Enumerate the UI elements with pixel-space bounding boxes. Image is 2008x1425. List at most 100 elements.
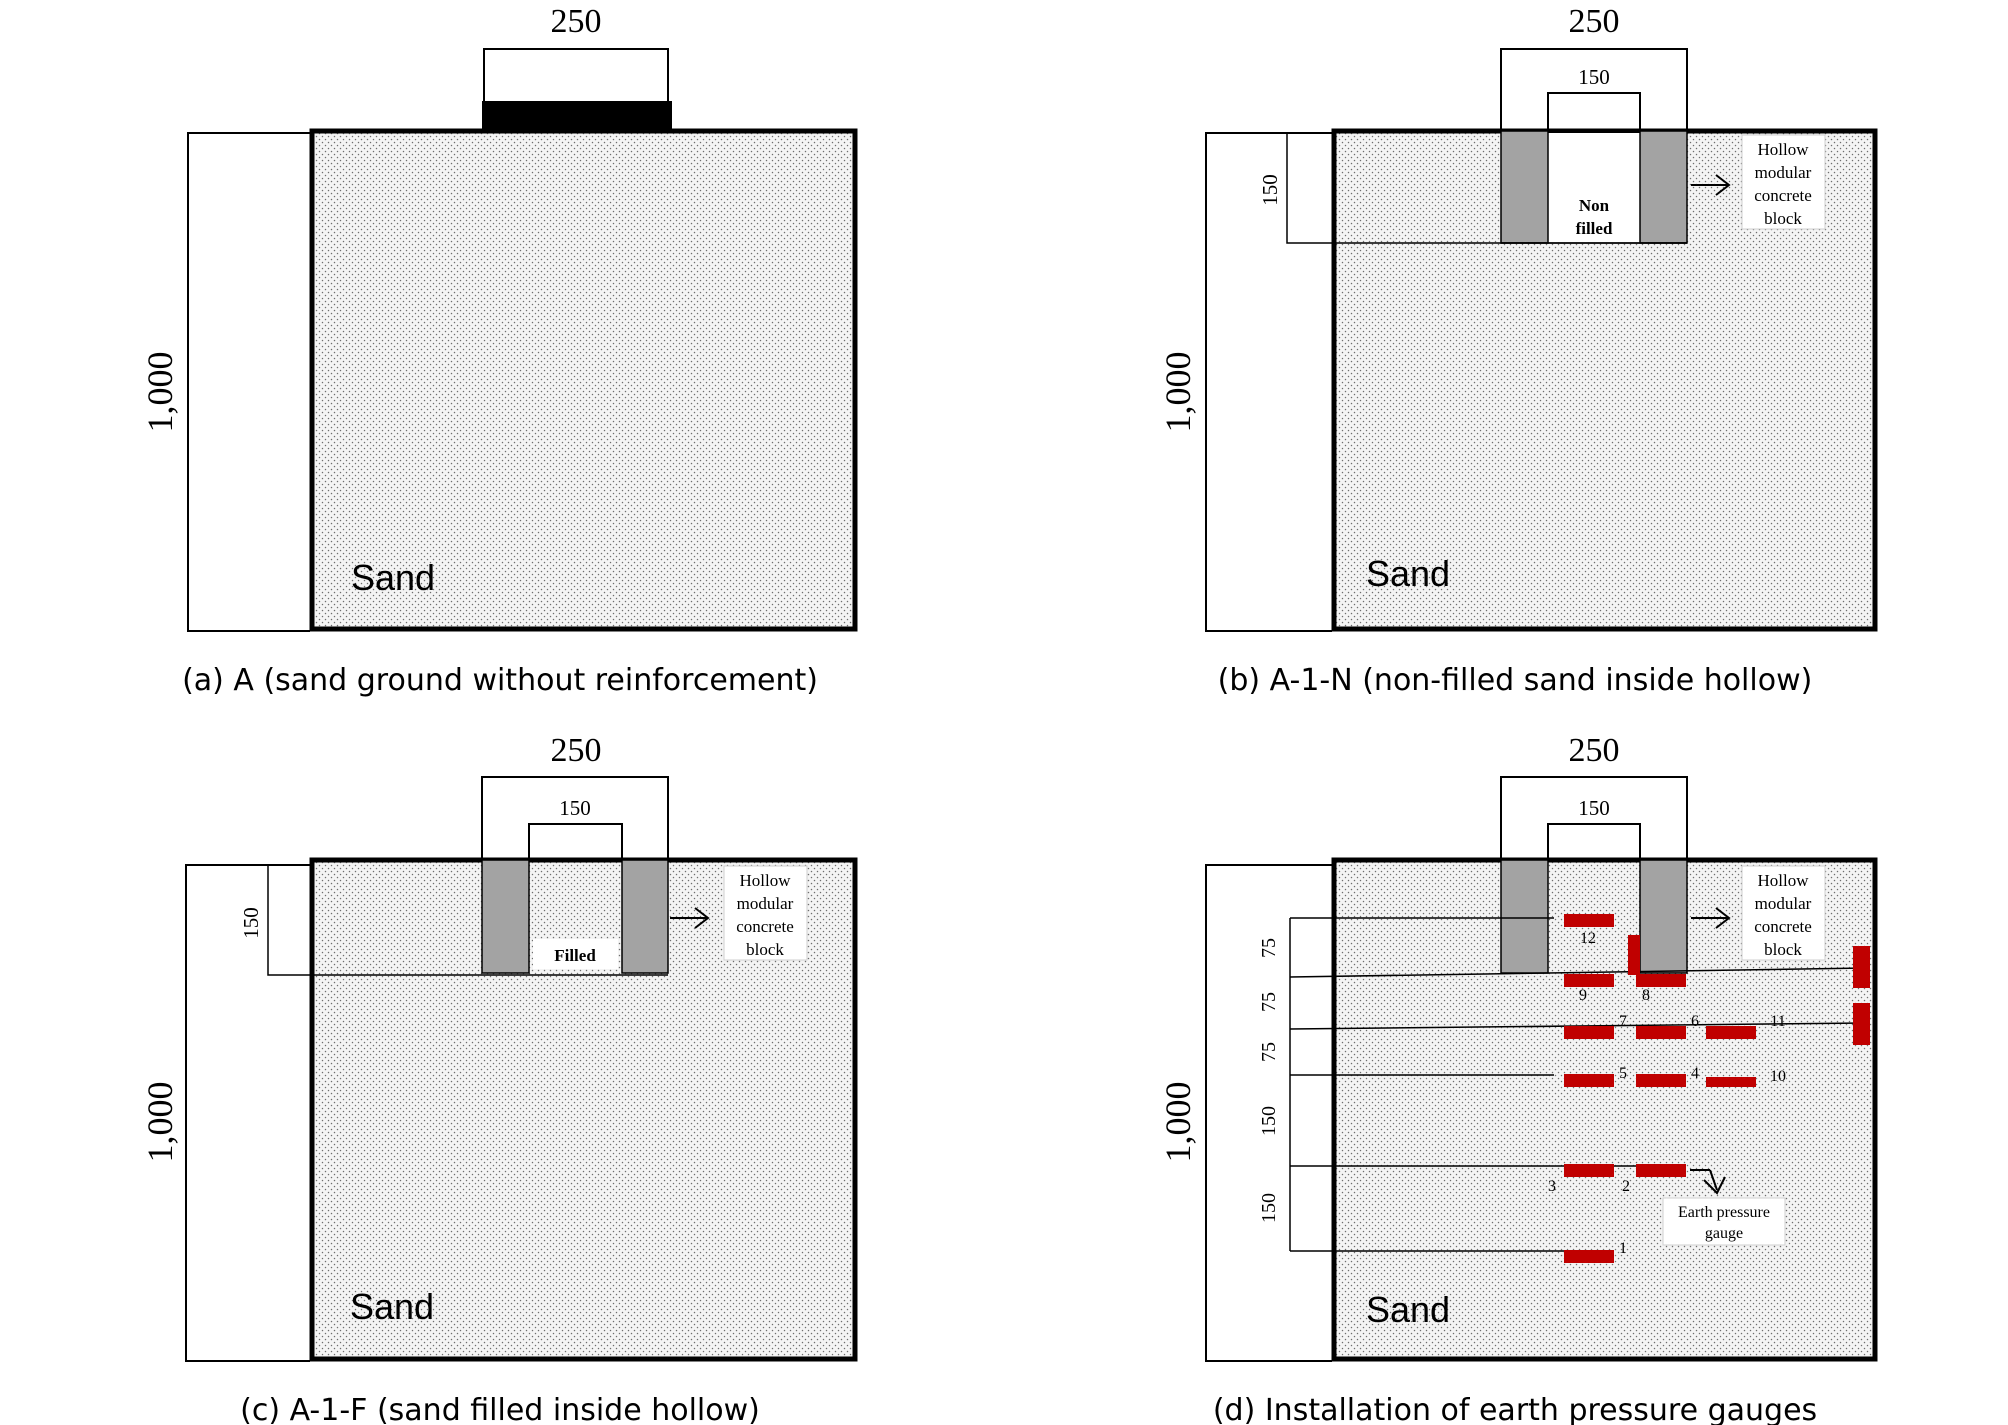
block-label-box xyxy=(1741,865,1826,961)
block-label-line4: block xyxy=(746,940,784,959)
block-label-box xyxy=(723,865,808,961)
pressure-gauge-6 xyxy=(1636,1026,1686,1039)
dim-inner-label: 150 xyxy=(559,796,591,820)
pressure-gauge-7 xyxy=(1564,1026,1614,1039)
concrete-block-right xyxy=(1639,130,1688,244)
pressure-gauge-4 xyxy=(1636,1074,1686,1087)
concrete-block-right xyxy=(621,859,669,974)
gauge-label-line1: Earth pressure xyxy=(1678,1204,1770,1221)
gauge-number-3: 3 xyxy=(1548,1178,1556,1195)
block-label-box xyxy=(1741,134,1826,230)
gauge-number-10: 10 xyxy=(1770,1068,1786,1085)
inner-dimension-line xyxy=(1547,92,1641,131)
panel-caption: (a) A (sand ground without reinforcement… xyxy=(182,663,818,698)
block-label-line1: Hollow xyxy=(1758,140,1810,159)
concrete-block-left xyxy=(481,859,530,974)
panel-b: Non filled 250 150 150 1,000 Hollow modu… xyxy=(1158,3,1878,698)
block-label-line2: modular xyxy=(1755,163,1812,182)
non-filled-label-line1: Non xyxy=(1579,196,1610,215)
width-dimension-line xyxy=(1500,48,1688,131)
gauge-number-1: 1 xyxy=(1619,1240,1627,1257)
panel-a: 250 1,000 Sand (a) A (sand ground withou… xyxy=(140,3,858,698)
gauge-number-4: 4 xyxy=(1691,1065,1699,1082)
layer-dim-3: 75 xyxy=(1258,1042,1280,1062)
non-filled-label-line2: filled xyxy=(1576,219,1613,238)
pressure-gauge-12 xyxy=(1564,914,1614,927)
block-label-line4: block xyxy=(1764,209,1802,228)
layer-dim-5: 150 xyxy=(1258,1193,1280,1223)
gauge-number-12: 12 xyxy=(1580,930,1596,947)
dim-depth-label: 1,000 xyxy=(140,352,180,433)
footing-plate xyxy=(482,101,672,129)
block-label-line1: Hollow xyxy=(740,871,792,890)
dim-depth-label: 1,000 xyxy=(1158,1082,1198,1163)
soil-label: Sand xyxy=(350,1286,434,1327)
filled-label-box xyxy=(533,939,618,969)
panel-caption: (b) A-1-N (non-filled sand inside hollow… xyxy=(1218,663,1813,698)
depth-dimension-line xyxy=(1205,132,1332,632)
soil-label: Sand xyxy=(1366,1289,1450,1330)
soil-label: Sand xyxy=(1366,553,1450,594)
dim-depth-label: 1,000 xyxy=(140,1082,180,1163)
gauge-number-6: 6 xyxy=(1691,1013,1699,1030)
gauge-label-box xyxy=(1662,1197,1786,1246)
block-label-line2: modular xyxy=(737,894,794,913)
pressure-gauge-1 xyxy=(1564,1250,1614,1263)
panel-caption: (d) Installation of earth pressure gauge… xyxy=(1213,1393,1817,1425)
depth-dimension-line xyxy=(1205,864,1332,1362)
pressure-gauge-wall-lower xyxy=(1853,1003,1870,1045)
block-arrow-head xyxy=(1715,174,1731,196)
filled-label: Filled xyxy=(554,946,596,965)
inner-dimension-line xyxy=(1547,823,1641,860)
gauge-number-2: 2 xyxy=(1622,1178,1630,1195)
width-dimension-line xyxy=(483,48,669,101)
dim-width-label: 250 xyxy=(551,732,602,769)
pressure-gauge-10 xyxy=(1706,1077,1756,1087)
block-label-line4: block xyxy=(1764,940,1802,959)
layer-dim-4: 150 xyxy=(1258,1106,1280,1136)
pressure-gauge-3 xyxy=(1564,1164,1614,1177)
dim-width-label: 250 xyxy=(1569,732,1620,769)
soil-label: Sand xyxy=(351,557,435,598)
pressure-gauge-8 xyxy=(1628,935,1640,975)
gauge-number-8: 8 xyxy=(1642,987,1650,1004)
concrete-block-left xyxy=(1500,130,1549,244)
block-label-line1: Hollow xyxy=(1758,871,1810,890)
gauge-arrow-head xyxy=(1703,1176,1726,1195)
block-label-line3: concrete xyxy=(1754,186,1812,205)
inner-dimension-line xyxy=(528,823,623,860)
pressure-gauge-11 xyxy=(1706,1026,1756,1039)
gauge-number-11: 11 xyxy=(1770,1013,1785,1030)
block-label-line3: concrete xyxy=(736,917,794,936)
dim-width-label: 250 xyxy=(1569,3,1620,40)
dim-depth-label: 1,000 xyxy=(1158,352,1198,433)
concrete-block-right xyxy=(1639,859,1688,974)
block-label-line3: concrete xyxy=(1754,917,1812,936)
non-filled-label-box xyxy=(1550,193,1638,241)
dim-block-label: 150 xyxy=(1258,174,1282,206)
pressure-gauge-2 xyxy=(1636,1164,1686,1177)
depth-dimension-line xyxy=(187,132,310,632)
layer-dim-2: 75 xyxy=(1258,992,1280,1012)
panel-c: Filled 250 150 150 1,000 Hollow modular … xyxy=(140,732,858,1425)
pressure-gauge-wall-upper xyxy=(1853,946,1870,988)
dim-block-label: 150 xyxy=(239,907,263,939)
dim-inner-label: 150 xyxy=(1578,65,1610,89)
width-dimension-line xyxy=(481,776,669,860)
concrete-block-left xyxy=(1500,859,1549,974)
depth-dimension-line xyxy=(185,864,310,1362)
block-arrow-head xyxy=(1715,907,1731,929)
sand-box xyxy=(309,128,858,632)
gauge-label-line2: gauge xyxy=(1705,1225,1743,1242)
gauge-number-5: 5 xyxy=(1619,1065,1627,1082)
block-arrow-head xyxy=(694,907,710,929)
pressure-gauge-5 xyxy=(1564,1074,1614,1087)
width-dimension-line xyxy=(1500,776,1688,860)
gauge-number-9: 9 xyxy=(1579,987,1587,1004)
dim-width-label: 250 xyxy=(551,3,602,40)
dim-inner-label: 150 xyxy=(1578,796,1610,820)
block-label-line2: modular xyxy=(1755,894,1812,913)
layer-dim-1: 75 xyxy=(1258,938,1280,958)
pressure-gauge-9 xyxy=(1564,974,1614,987)
